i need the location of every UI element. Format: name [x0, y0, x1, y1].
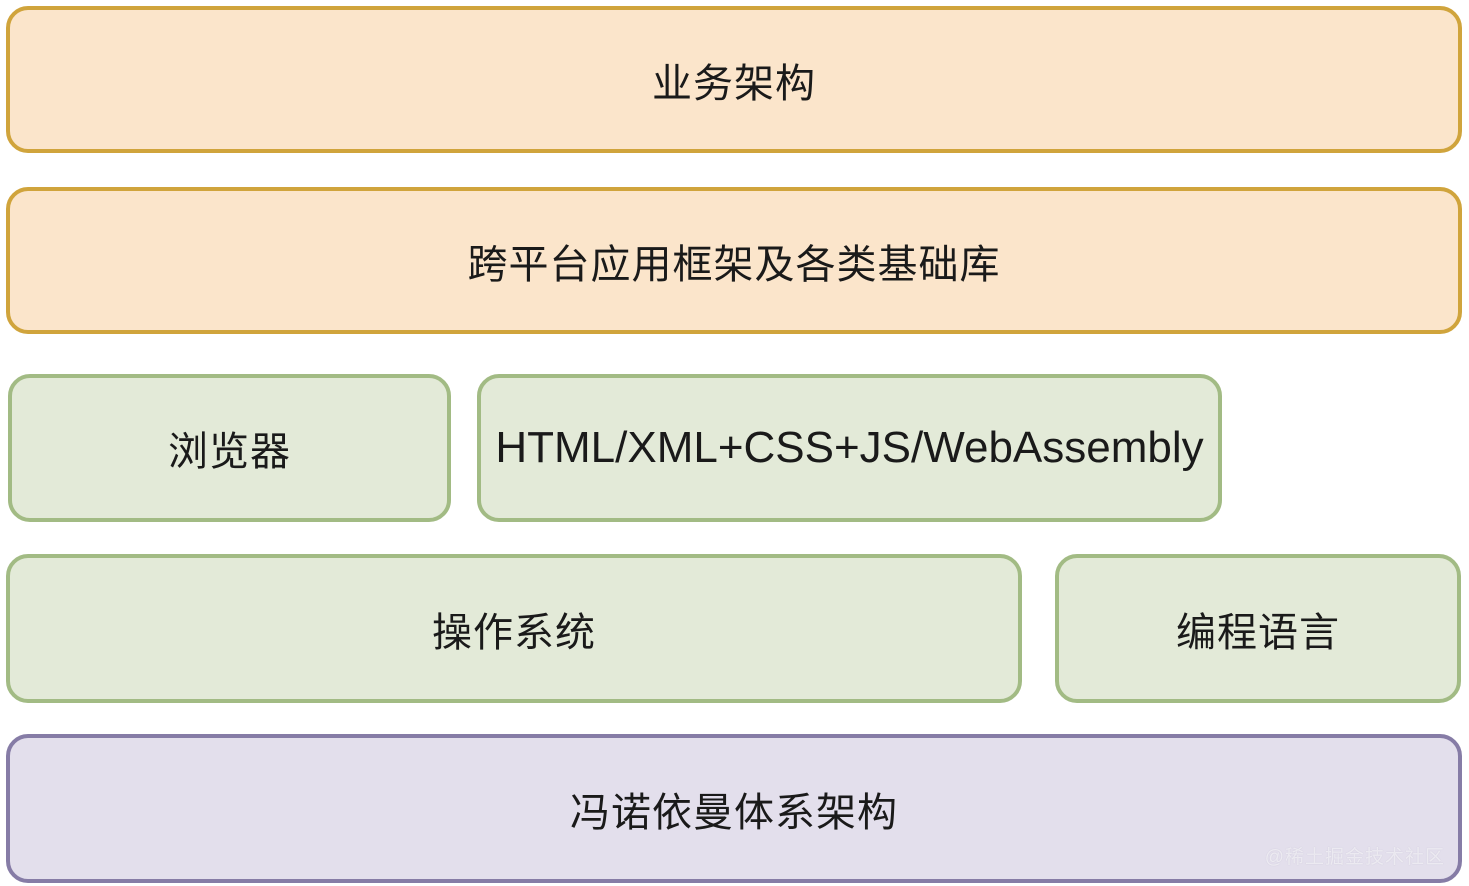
layer-business-architecture: 业务架构 — [6, 6, 1462, 153]
layer-web-standards-stack: HTML/XML+CSS+JS/WebAssembly — [477, 374, 1222, 522]
layer-operating-system: 操作系统 — [6, 554, 1022, 703]
layer-programming-language: 编程语言 — [1055, 554, 1461, 703]
watermark-juejin: @稀土掘金技术社区 — [1264, 847, 1445, 868]
layer-von-neumann-architecture: 冯诺依曼体系架构 — [6, 734, 1462, 883]
layer-browser: 浏览器 — [8, 374, 451, 522]
layer-cross-platform-framework: 跨平台应用框架及各类基础库 — [6, 187, 1462, 334]
